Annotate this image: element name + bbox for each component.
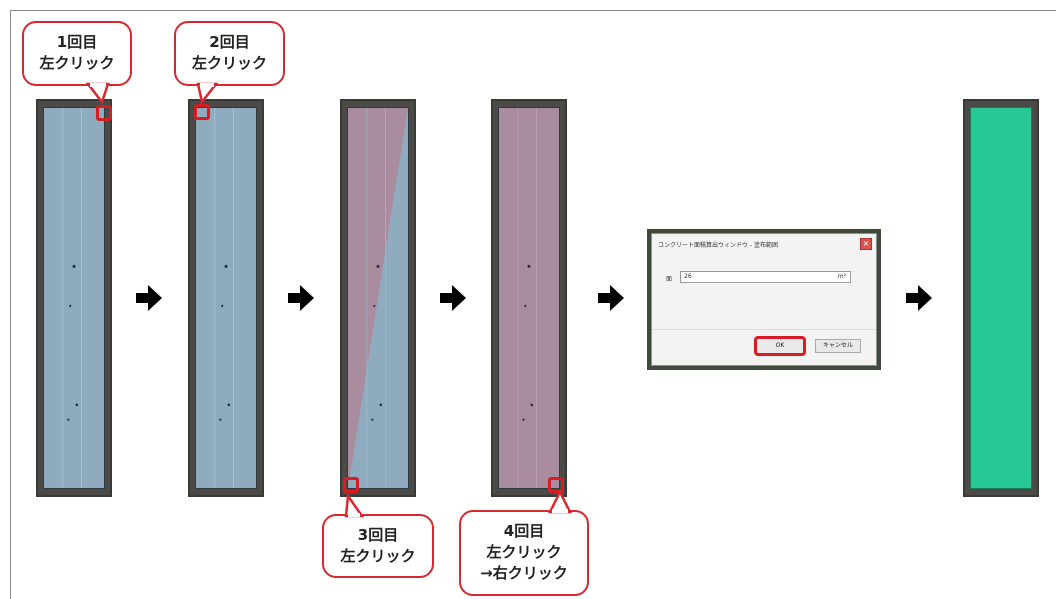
callout-line: 2回目 xyxy=(209,33,250,51)
figure-frame xyxy=(10,10,1056,599)
callout-pointer xyxy=(547,490,573,514)
ok-button[interactable]: OK xyxy=(754,336,806,356)
callout-line: 3回目 xyxy=(357,526,399,544)
concrete-slab-panel-4 xyxy=(491,99,567,497)
dialog-divider xyxy=(652,329,876,330)
area-dialog: コンクリート面積算出ウィンドウ - 塗布範囲 × 面 26 m² OK キャンセ… xyxy=(651,233,877,366)
cancel-button[interactable]: キャンセル xyxy=(815,339,861,353)
slab-texture xyxy=(214,108,234,488)
callout-pointer xyxy=(344,494,365,518)
dialog-title: コンクリート面積算出ウィンドウ - 塗布範囲 xyxy=(658,242,778,249)
dialog-field-label: 面 xyxy=(666,276,673,283)
right-arrow-icon xyxy=(288,285,314,311)
callout-line: 1回目 xyxy=(56,33,98,51)
click-point-marker xyxy=(96,105,112,121)
callout-step-4: 4回目 左クリック →右クリック xyxy=(459,510,589,596)
callout-line: →右クリック xyxy=(480,564,568,582)
callout-step-3: 3回目 左クリック xyxy=(322,514,434,578)
concrete-slab-panel-3 xyxy=(340,99,416,497)
click-point-marker xyxy=(194,104,210,120)
callout-line: 左クリック xyxy=(486,543,562,561)
callout-pointer xyxy=(196,82,219,104)
concrete-slab-panel-result xyxy=(963,99,1039,497)
slab-surface xyxy=(43,107,105,489)
concrete-slab-panel-1 xyxy=(36,99,112,497)
click-point-marker xyxy=(343,477,359,493)
close-icon[interactable]: × xyxy=(860,238,872,250)
callout-line: 左クリック xyxy=(39,54,115,72)
callout-pointer xyxy=(86,82,110,104)
callout-line: 左クリック xyxy=(340,547,416,565)
callout-line: 左クリック xyxy=(191,54,267,72)
callout-step-1: 1回目 左クリック xyxy=(22,21,132,86)
slab-surface-filled xyxy=(970,107,1032,489)
slab-texture xyxy=(517,108,537,488)
right-arrow-icon xyxy=(440,285,466,311)
slab-texture xyxy=(62,108,82,488)
right-arrow-icon xyxy=(136,285,162,311)
slab-surface xyxy=(347,107,409,489)
callout-line: 4回目 xyxy=(503,522,545,540)
concrete-slab-panel-2 xyxy=(188,99,264,497)
right-arrow-icon xyxy=(598,285,624,311)
callout-step-2: 2回目 左クリック xyxy=(174,21,285,86)
area-unit: m² xyxy=(837,273,846,280)
area-value: 26 xyxy=(684,273,692,280)
click-point-marker xyxy=(548,477,564,493)
right-arrow-icon xyxy=(906,285,932,311)
slab-surface xyxy=(498,107,560,489)
slab-texture xyxy=(348,108,408,488)
slab-surface xyxy=(195,107,257,489)
area-value-field[interactable]: 26 m² xyxy=(680,271,851,283)
